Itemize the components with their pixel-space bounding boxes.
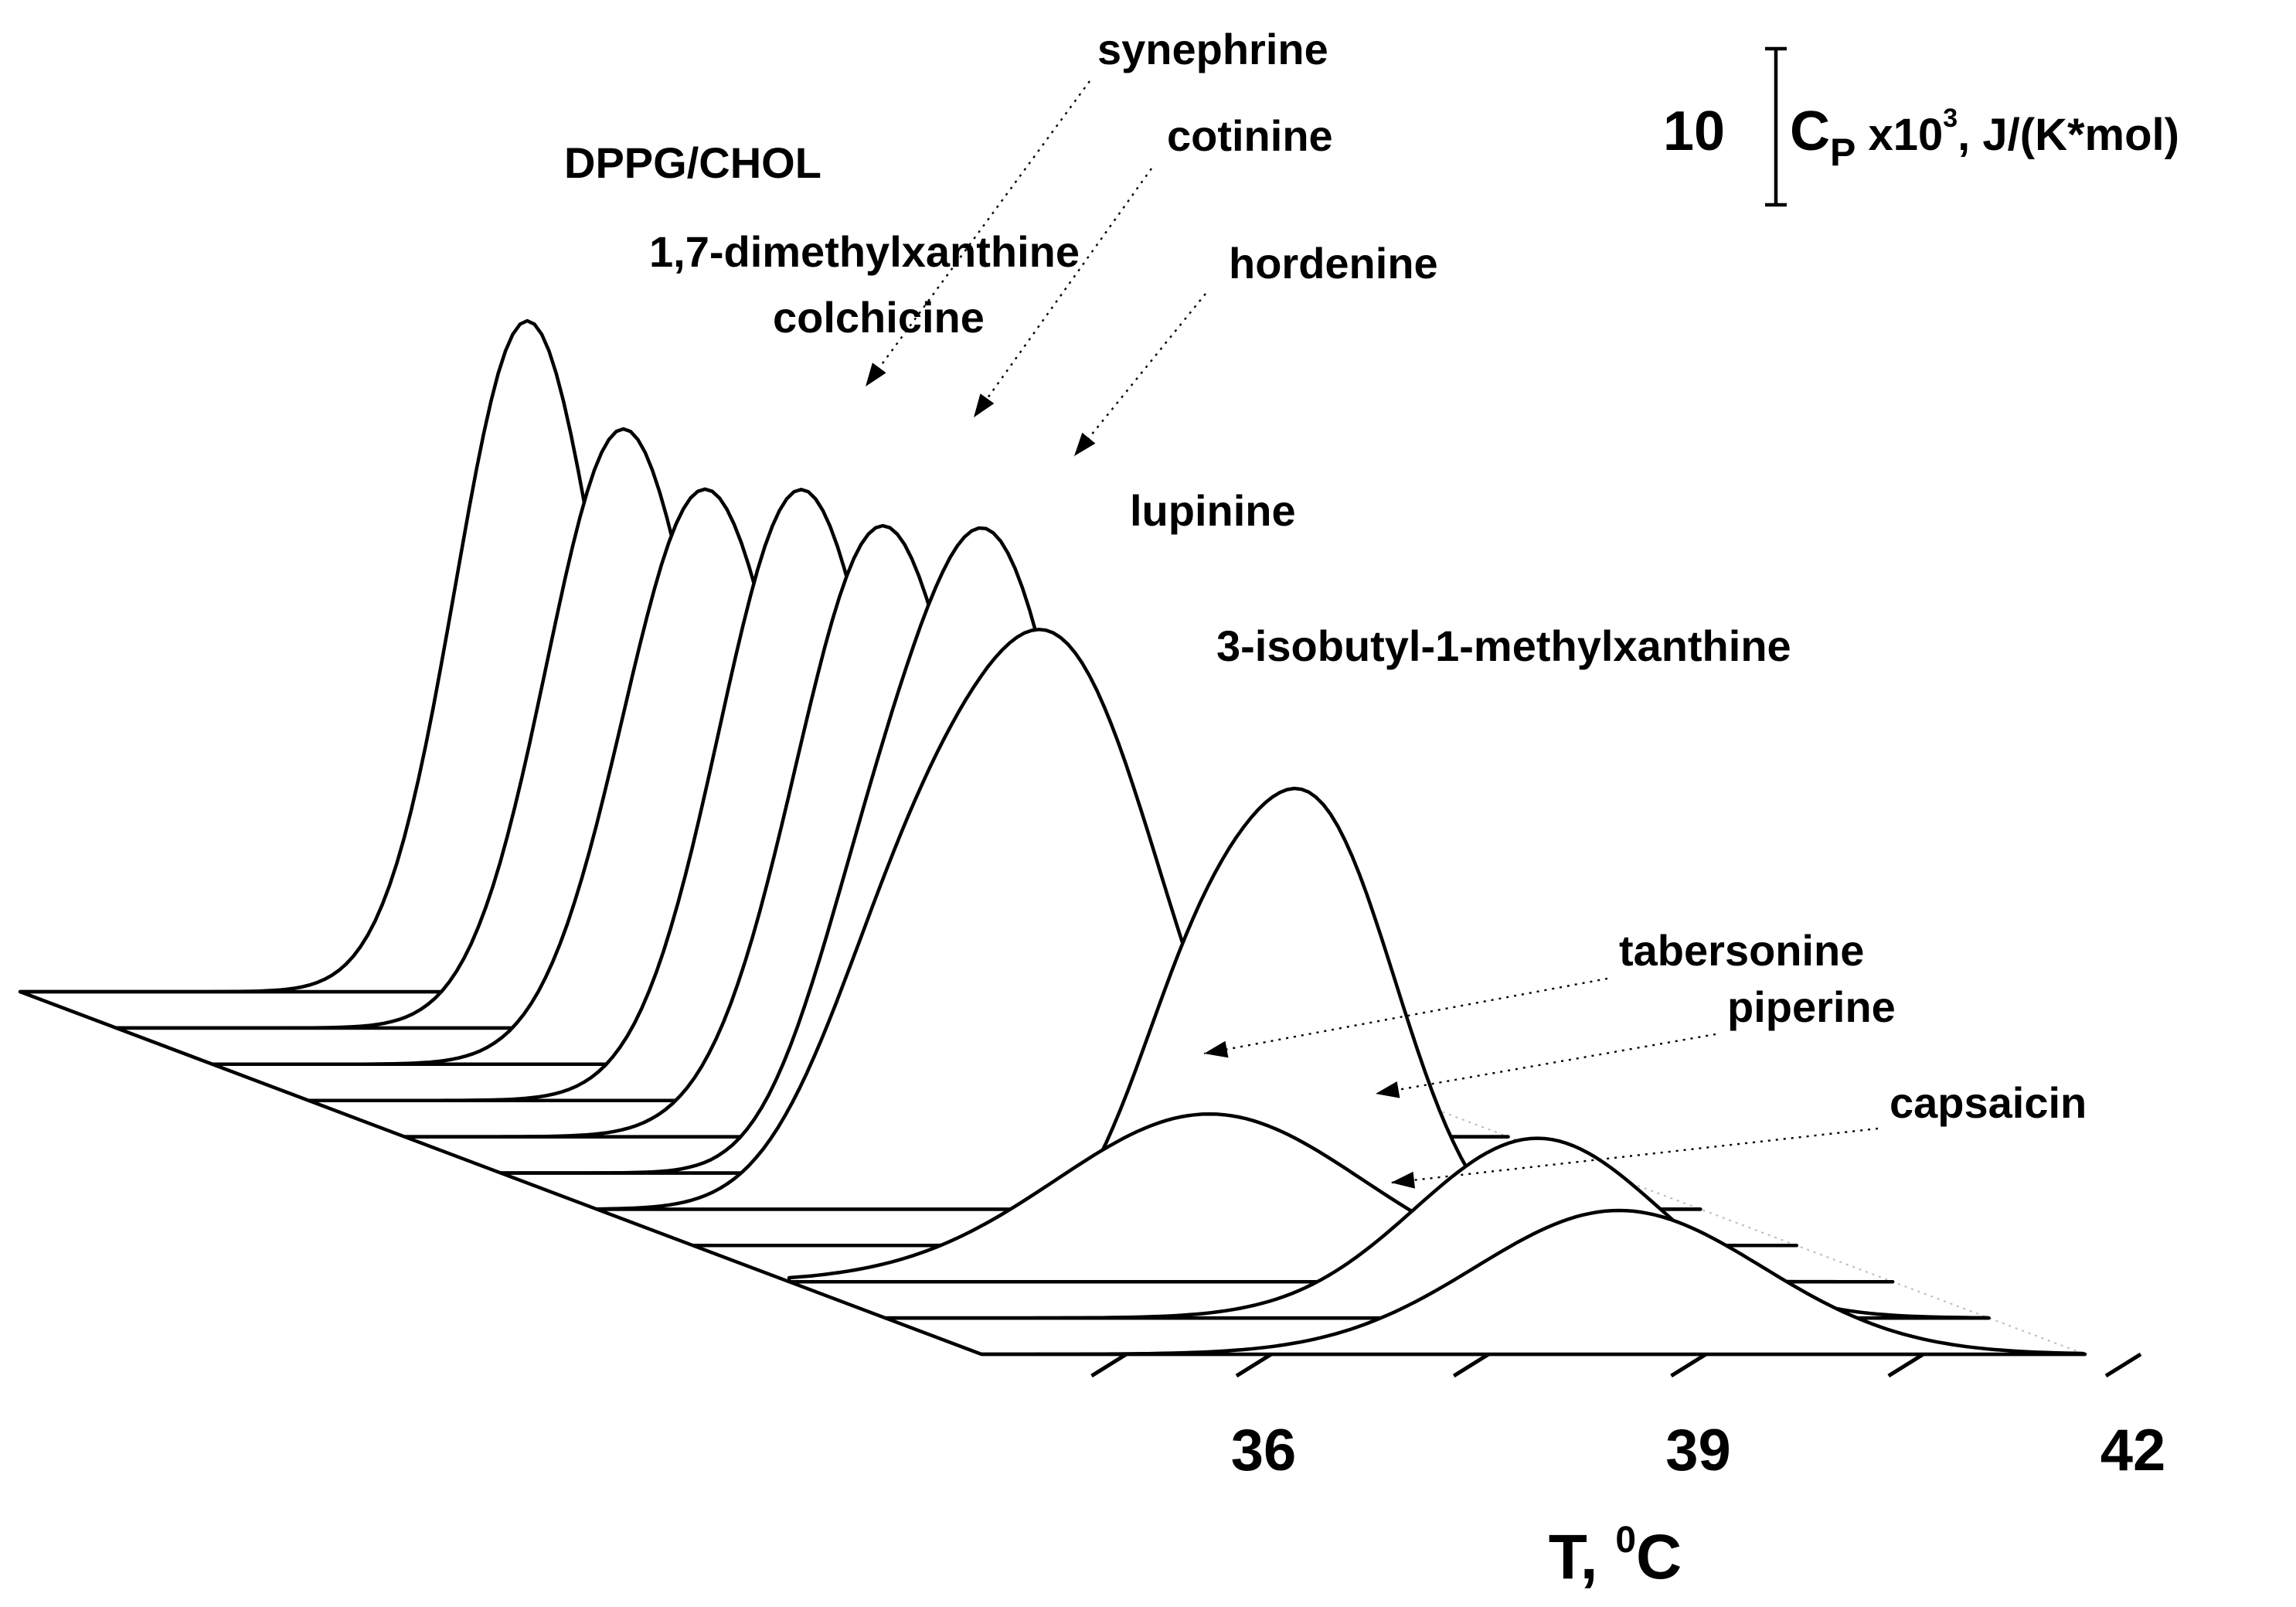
x-tick — [1670, 1352, 1707, 1378]
series-pointer-line — [865, 80, 1090, 387]
series-label: DPPG/CHOL — [564, 138, 821, 187]
series-pointer-arrowhead — [1376, 1081, 1400, 1098]
x-minor-tick — [1887, 1352, 1925, 1378]
series-pointer-line — [1203, 977, 1608, 1055]
series-curve — [979, 1208, 2087, 1357]
scale-bar-value: 10 — [1663, 100, 1725, 162]
series-label: capsaicin — [1890, 1078, 2087, 1127]
x-tick-label: 36 — [1231, 1418, 1297, 1483]
series-label: hordenine — [1229, 239, 1438, 288]
x-tick — [1235, 1352, 1273, 1378]
series-pointer-arrowhead — [1204, 1040, 1229, 1058]
floor-right-edge — [1123, 991, 2086, 1355]
series-pointer-arrowhead — [866, 363, 886, 386]
scale-bar-label-main: C — [1790, 100, 1830, 162]
x-tick-label: 39 — [1665, 1418, 1731, 1483]
x-minor-tick — [1090, 1352, 1128, 1378]
series-label: tabersonine — [1619, 926, 1864, 975]
x-tick-label: 42 — [2100, 1418, 2166, 1483]
series-pointer-line — [973, 168, 1152, 418]
series-label: lupinine — [1130, 486, 1296, 535]
scale-bar-label: CP x103, J/(K*mol) — [1790, 100, 2179, 174]
x-axis: 36394245 — [1090, 1352, 2166, 1483]
series-pointer-arrowhead — [1391, 1171, 1416, 1189]
x-minor-tick — [1452, 1352, 1490, 1378]
x-axis-title-sup: 0 — [1615, 1520, 1636, 1561]
scale-bar-label-mult: x10 — [1856, 110, 1943, 160]
x-axis-title-main: T, — [1549, 1522, 1616, 1592]
series-layer — [18, 318, 2087, 1357]
series-label: cotinine — [1167, 111, 1333, 160]
scale-bar-label-sup: 3 — [1943, 104, 1958, 133]
x-axis-title: T, 0C — [1549, 1520, 1682, 1592]
series-label: piperine — [1727, 982, 1896, 1031]
series-label: 1,7-dimethylxanthine — [649, 227, 1080, 276]
scale-bar: 10 CP x103, J/(K*mol) — [1663, 46, 2179, 207]
x-tick — [2104, 1352, 2142, 1378]
x-axis-title-unit: C — [1636, 1522, 1682, 1592]
series-labels: DPPG/CHOL 1,7-dimethylxanthine colchicine s… — [564, 25, 2087, 1189]
series-label: colchicine — [773, 293, 985, 342]
scale-bar-label-sub: P — [1830, 131, 1856, 174]
series-pointer-arrowhead — [1074, 432, 1096, 456]
series-label: 3-isobutyl-1-methylxanthine — [1216, 621, 1791, 670]
series-pointer-line — [1073, 293, 1206, 457]
scale-bar-label-unit: , J/(K*mol) — [1958, 110, 2179, 160]
series-label: synephrine — [1097, 25, 1328, 73]
series-pointer-arrowhead — [974, 393, 995, 417]
series-pointer-line — [1375, 1033, 1716, 1095]
